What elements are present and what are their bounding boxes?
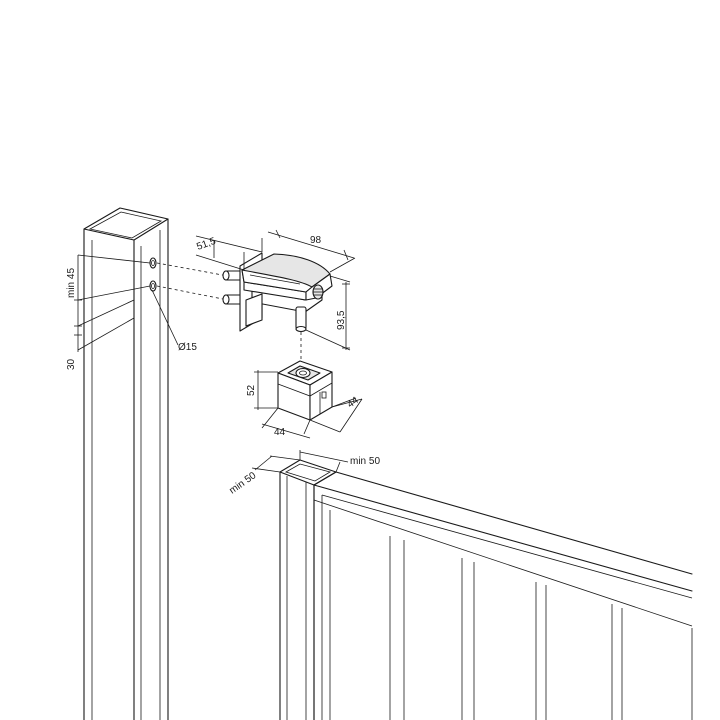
dim-hinge-height: 93,5 bbox=[336, 310, 347, 330]
gate-dimension-lines bbox=[251, 450, 349, 473]
socket-dimension-lines bbox=[254, 370, 363, 439]
hinge-dimension-lines bbox=[195, 229, 356, 351]
dim-gate-min-a: min 50 bbox=[227, 470, 258, 496]
hole-diameter-leader bbox=[151, 289, 179, 346]
dim-socket-width: 44 bbox=[274, 427, 286, 438]
dim-socket-height: 52 bbox=[246, 384, 257, 396]
post-dimension-lines bbox=[74, 254, 151, 352]
hinge-bolts bbox=[222, 270, 243, 305]
gate-post bbox=[279, 459, 337, 720]
dim-min-45: min 45 bbox=[66, 268, 77, 298]
dim-hinge-width: 98 bbox=[310, 235, 322, 246]
alignment-line-lower bbox=[156, 285, 229, 301]
dim-30: 30 bbox=[66, 358, 77, 370]
gate-pickets bbox=[389, 536, 693, 720]
hinge-socket bbox=[277, 360, 333, 421]
dim-gate-min-b: min 50 bbox=[350, 456, 380, 467]
dim-socket-depth: 44 bbox=[345, 395, 361, 411]
hinge-bracket bbox=[222, 252, 333, 333]
gate-frame bbox=[313, 471, 693, 720]
alignment-line-upper bbox=[156, 262, 229, 277]
post-mounting-holes bbox=[149, 257, 157, 292]
dim-hole-diameter: Ø15 bbox=[178, 342, 197, 353]
fence-post bbox=[83, 207, 169, 720]
